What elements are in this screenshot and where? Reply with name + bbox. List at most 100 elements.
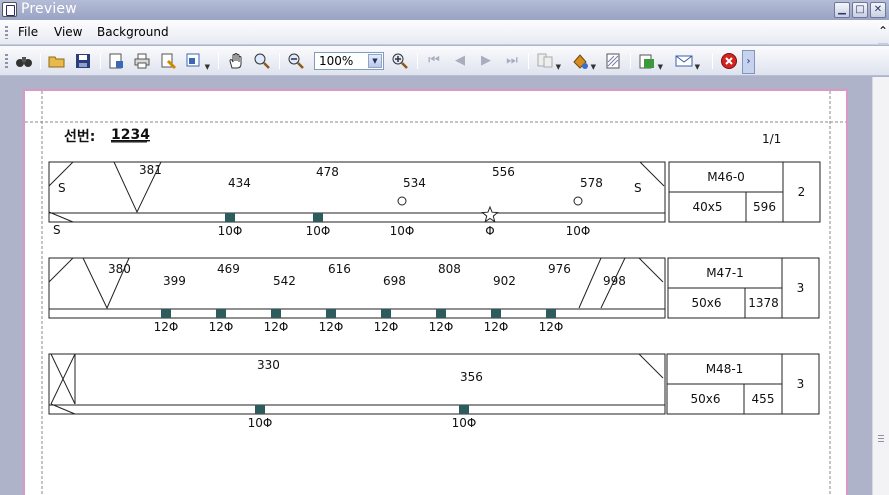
part-size: 50x6 [691, 296, 721, 310]
part-length: 1378 [748, 296, 779, 310]
previous-page-icon[interactable]: ◀ [455, 53, 465, 68]
hole-marker [546, 309, 556, 318]
bar-strip [48, 308, 666, 319]
hole-marker [271, 309, 281, 318]
dimension-value: 902 [493, 274, 516, 288]
export-icon[interactable]: ▼ [638, 52, 663, 71]
info-table: M47-1 50x6 1378 3 [667, 257, 820, 319]
menu-overflow-chevron[interactable]: ⌃ [878, 24, 888, 44]
quick-print-icon[interactable] [159, 52, 177, 70]
part-count: 3 [797, 281, 805, 295]
menu-file[interactable]: File [18, 25, 39, 39]
title-bar: Preview ▁ □ ✕ [0, 0, 889, 20]
maximize-button[interactable]: □ [852, 2, 868, 18]
page-setup-icon[interactable] [107, 52, 125, 70]
circle-marker [573, 196, 583, 206]
part-count: 3 [797, 377, 805, 391]
first-page-icon[interactable]: ⏮ [428, 53, 440, 68]
dimension-value: 380 [108, 262, 131, 276]
multiple-pages-icon[interactable]: ▼ [536, 52, 561, 71]
left-cross-cut-b [50, 353, 76, 405]
scale-dropdown-arrow[interactable]: ▼ [204, 63, 210, 71]
minimize-button[interactable]: ▁ [834, 2, 850, 18]
color-dropdown-arrow[interactable]: ▼ [590, 63, 596, 71]
hole-spec-label: 12Φ [264, 320, 289, 334]
hole-spec-label: 10Φ [306, 224, 331, 238]
zoom-in-icon[interactable] [391, 52, 409, 70]
export-dropdown-arrow[interactable]: ▼ [657, 63, 663, 71]
zoom-out-icon[interactable] [287, 52, 305, 70]
save-icon[interactable] [74, 52, 92, 70]
email-icon[interactable]: ▼ [675, 52, 700, 71]
part-code: M46-0 [707, 170, 745, 184]
info-table: M48-1 50x6 455 3 [666, 353, 820, 415]
close-preview-icon[interactable] [720, 52, 738, 70]
email-dropdown-arrow[interactable]: ▼ [694, 63, 700, 71]
part-length: 455 [752, 392, 775, 406]
hole-marker [326, 309, 336, 318]
magnifier-icon[interactable] [253, 52, 271, 70]
menu-bar: File View Background [0, 20, 889, 45]
part-size: 50x6 [690, 392, 720, 406]
dimension-value: 616 [328, 262, 351, 276]
menu-grip[interactable] [5, 26, 8, 39]
zoom-combobox[interactable]: 100% ▼ [314, 52, 384, 70]
menu-background[interactable]: Background [97, 25, 169, 39]
part-code: M48-1 [706, 362, 744, 376]
hole-spec-label: 12Φ [154, 320, 179, 334]
app-icon [2, 2, 17, 17]
toolbar: ▼ ⏮ ◀ ▶ ⏭ ▼ ▼ ▼ ▼ [0, 46, 889, 76]
dimension-value: 998 [603, 274, 626, 288]
next-page-icon[interactable]: ▶ [481, 53, 491, 68]
zoom-dropdown-arrow[interactable]: ▼ [368, 54, 382, 68]
vertical-scrollbar[interactable] [872, 77, 889, 495]
print-icon[interactable] [133, 52, 151, 70]
dimension-value: 478 [316, 165, 339, 179]
hole-spec-label: 10Φ [218, 224, 243, 238]
open-folder-icon[interactable] [48, 52, 66, 70]
menu-view[interactable]: View [54, 25, 83, 39]
hole-spec-label: 10Φ [390, 224, 415, 238]
left-end-cut [48, 161, 74, 187]
hole-marker [161, 309, 171, 318]
right-end-cut [639, 161, 665, 187]
dimension-value: 698 [383, 274, 406, 288]
hole-spec-label: 12Φ [484, 320, 509, 334]
last-page-icon[interactable]: ⏭ [506, 53, 518, 68]
binoculars-icon[interactable] [15, 52, 33, 70]
dimension-value: 976 [548, 262, 571, 276]
close-button[interactable]: ✕ [870, 2, 886, 18]
hole-marker [436, 309, 446, 318]
hole-spec-label: 12Φ [209, 320, 234, 334]
left-end-cut [48, 257, 74, 283]
dimension-value: 578 [580, 176, 603, 190]
watermark-icon[interactable] [604, 52, 622, 70]
multiple-pages-dropdown-arrow[interactable]: ▼ [555, 63, 561, 71]
circle-marker [397, 196, 407, 206]
part-length: 596 [753, 200, 776, 214]
dimension-value: 399 [163, 274, 186, 288]
toolbar-grip[interactable] [5, 54, 8, 68]
dimension-value: 542 [273, 274, 296, 288]
scale-icon[interactable]: ▼ [185, 52, 210, 71]
hand-tool-icon[interactable] [227, 52, 245, 70]
toolbar-overflow-chevron[interactable]: › [742, 50, 755, 74]
dimension-value: 356 [460, 370, 483, 384]
bar-body [48, 257, 666, 310]
hole-marker [225, 213, 235, 222]
hole-spec-label: 10Φ [566, 224, 591, 238]
color-icon[interactable]: ▼ [571, 52, 596, 71]
hole-marker [491, 309, 501, 318]
scrollbar-grip[interactable] [878, 435, 884, 443]
window-title: Preview [21, 1, 77, 17]
bar-strip [48, 404, 666, 415]
side-label-left: S [58, 181, 66, 195]
part-code: M47-1 [706, 266, 744, 280]
bottom-left-cut [48, 211, 74, 223]
zoom-value: 100% [319, 54, 354, 68]
dimension-value: 381 [139, 163, 162, 177]
